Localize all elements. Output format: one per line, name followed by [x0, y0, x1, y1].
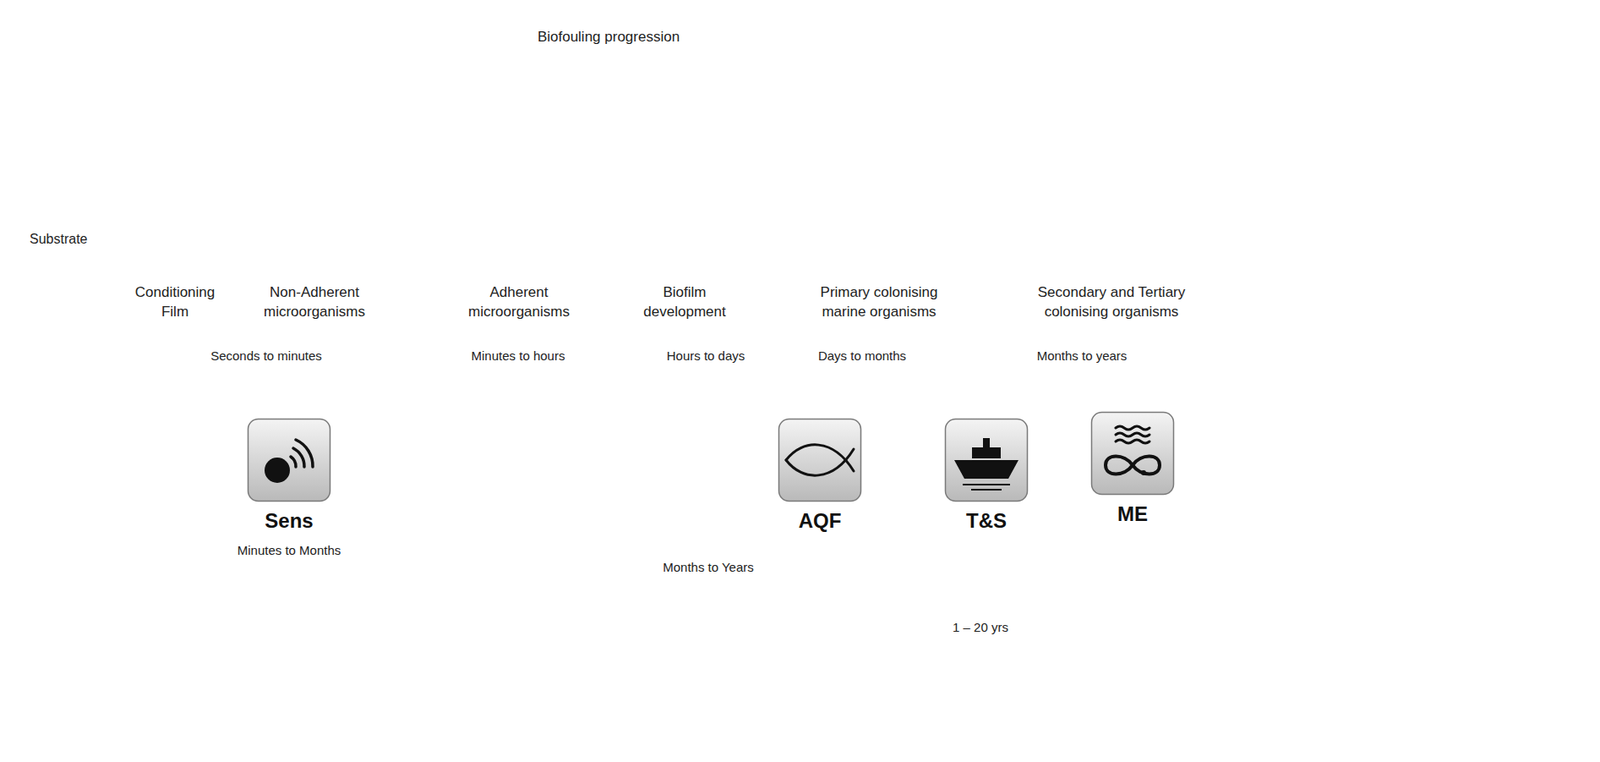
bacteria [233, 5, 1144, 241]
progression-arrow: Biofouling progression [101, 8, 1262, 66]
icon-label: Sens [264, 508, 313, 533]
stage-label: Conditioning Film [124, 283, 226, 323]
conditioning-film [202, 163, 384, 193]
substrate-plate: Substrate [0, 118, 1600, 275]
time-range-label: Minutes to Months [237, 541, 342, 559]
substrate-plate-shape [0, 118, 1600, 275]
stage-label: Primary colonising marine organisms [798, 283, 960, 323]
time-range-label: Minutes to hours [471, 347, 566, 365]
time-range-label: Months to Years [662, 558, 754, 576]
time-range-label: 1 – 20 yrs [952, 618, 1009, 636]
sensor-icon-graphic [246, 417, 332, 503]
mussels [1034, 31, 1301, 197]
algae [1142, 52, 1260, 250]
time-range-label: Seconds to minutes [210, 347, 323, 365]
marine-energy-icon: ME [1090, 410, 1175, 530]
stage-label: Biofilm development [633, 283, 736, 323]
icon-label: T&S [966, 508, 1007, 533]
fish-icon-graphic [777, 417, 863, 503]
stage-label: Non-Adherent microorganisms [246, 283, 383, 323]
algae [807, 60, 932, 213]
detach-arrow [311, 133, 459, 210]
stage-label: Secondary and Tertiary colonising organi… [1010, 283, 1213, 323]
energy-icon-graphic [1090, 410, 1175, 496]
arrow-title: Biofouling progression [537, 28, 680, 46]
biofilm-cloud [473, 81, 814, 227]
sensor-icon: Sens [246, 417, 332, 536]
icon-label: ME [1117, 502, 1148, 526]
barnacles [981, 162, 1088, 233]
time-range-label: Months to years [1037, 347, 1128, 365]
film-layer [101, 187, 1213, 247]
time-range-label: Hours to days [666, 347, 746, 365]
ship-icon-graphic [944, 417, 1029, 503]
time-range-label: Days to months [818, 347, 907, 365]
progression-arrow-shape [101, 8, 1262, 66]
time-range-arrows [104, 374, 1222, 650]
aquaculture-icon: AQF [777, 417, 863, 536]
shipping-icon: T&S [944, 417, 1029, 536]
stage-label: Adherent microorganisms [459, 283, 579, 323]
substrate-label: Substrate [29, 231, 88, 247]
icon-label: AQF [798, 508, 842, 533]
